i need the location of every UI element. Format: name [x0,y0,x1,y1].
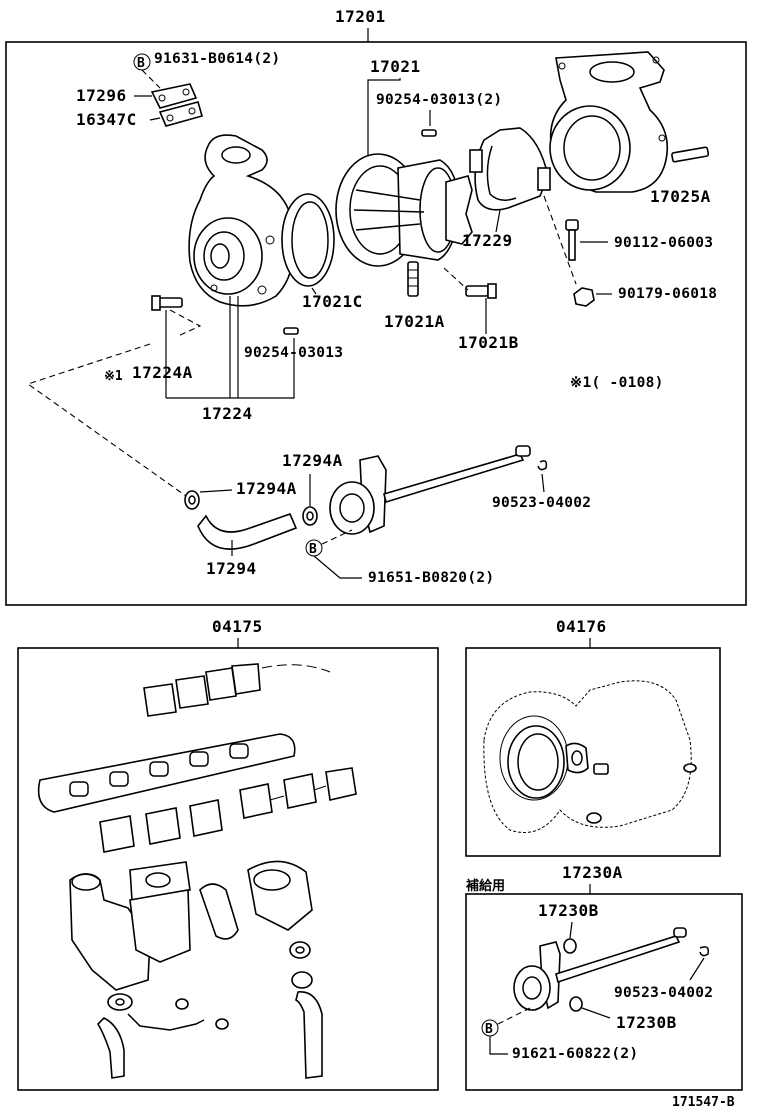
gasket-ring-17021c[interactable] [281,193,335,287]
leader-line [166,338,295,399]
clip-90523-kit[interactable] [699,946,710,957]
compressor-gasket-04176[interactable] [507,725,565,799]
assembly-line [321,529,353,545]
label-90523-04002[interactable]: 90523-04002 [492,495,591,511]
leader-line [311,287,317,295]
assembly-frame [5,41,747,606]
leader-line [569,921,573,939]
leader-line [313,555,362,579]
bolt-17021b[interactable] [465,283,497,299]
label-17294[interactable]: 17294 [206,559,257,578]
supply-note: 補給用 [465,878,505,894]
kit-04175-label[interactable]: 04175 [212,617,263,636]
assembly-part-number[interactable]: 17201 [335,7,386,26]
label-17296[interactable]: 17296 [76,86,127,105]
actuator-kit-17230a-group: 補給用 17230A 17230B 90523-04002 17230B B 9… [465,863,743,1091]
model-note: ※1( -0108) [570,375,664,391]
label-91631-b0614[interactable]: 91631-B0614(2) [154,51,280,67]
leader-line [541,473,545,493]
assembly-line [497,1007,531,1025]
kit-04176-label[interactable]: 04176 [556,617,607,636]
v-band-clamp-17229[interactable] [469,127,551,211]
center-cartridge-17021[interactable] [335,153,473,267]
kit-04175-frame [17,647,439,1091]
stud-17021a[interactable] [407,261,419,297]
kit-17230a-frame [465,893,743,1091]
assembly-line [443,267,469,291]
union-bolt-17224a[interactable] [151,295,183,311]
gasket-17296[interactable] [150,83,203,127]
turbo-gasket-set[interactable] [69,860,313,991]
gasket-kit-04176-group: 04176 [465,617,721,857]
bolt-marker-letter: B [137,56,145,71]
washer-04176[interactable] [586,812,602,824]
label-17021b[interactable]: 17021B [458,333,519,352]
exhaust-manifold-gasket[interactable] [37,733,296,813]
label-17230b[interactable]: 17230B [616,1013,677,1032]
leader-line [149,117,161,121]
leader-line [199,489,233,493]
leader-line [581,1007,611,1019]
flange-gasket-04176[interactable] [565,742,589,774]
washer-04176-small[interactable] [683,763,697,773]
actuator-17230a[interactable] [513,927,687,1011]
bolt-marker-b-icon: B [133,53,151,71]
label-17294a[interactable]: 17294A [236,479,297,498]
label-16347c[interactable]: 16347C [76,110,137,129]
hose-17294[interactable] [197,512,298,550]
wastegate-actuator[interactable] [329,445,531,535]
leader-line [489,1036,508,1055]
label-90179-06018[interactable]: 90179-06018 [618,286,717,302]
intake-gaskets-row[interactable] [99,767,357,853]
label-17025a[interactable]: 17025A [650,187,711,206]
pin-90254-lower[interactable] [283,327,299,335]
assembly-line [169,309,202,337]
leader-line [367,78,401,160]
bolt-04176[interactable] [593,763,609,775]
bolt-marker-b-icon: B [305,539,323,557]
bolt-marker-letter: B [309,542,317,557]
label-90254-03013-2[interactable]: 90254-03013(2) [376,92,502,108]
gasket-kit-04175-group: 04175 [17,617,439,1091]
nut-17230b[interactable] [569,996,583,1012]
pin-90254[interactable] [421,129,437,137]
stud-17025a[interactable] [671,146,710,163]
bolt-marker-letter: B [485,1022,493,1037]
nut-17230b-top[interactable] [563,938,577,954]
oil-pipe-gaskets[interactable] [96,941,323,1079]
leader-line [495,209,501,233]
compressor-housing[interactable] [549,51,669,193]
label-17224[interactable]: 17224 [202,404,253,423]
label-17021[interactable]: 17021 [370,57,421,76]
assembly-line [26,343,187,497]
label-17230b-top[interactable]: 17230B [538,901,599,920]
bolt-marker-b-icon: B [481,1019,499,1037]
hose-clip-17294a-right[interactable] [302,506,318,526]
label-17294a-top[interactable]: 17294A [282,451,343,470]
label-17021c[interactable]: 17021C [302,292,363,311]
exhaust-gaskets-top[interactable] [143,663,331,717]
nut-90179[interactable] [573,287,595,307]
bolt-90112[interactable] [565,219,579,261]
leader-line [689,957,705,981]
clip-90523[interactable] [537,460,548,471]
note-marker: ※1 [104,369,123,384]
label-17229[interactable]: 17229 [462,231,513,250]
label-17021a[interactable]: 17021A [384,312,445,331]
label-91651-b0820[interactable]: 91651-B0820(2) [368,570,494,586]
leader-line [141,69,161,89]
label-90523-04002-kit[interactable]: 90523-04002 [614,985,713,1001]
diagram-code: 171547-B [672,1095,735,1110]
assembly-line [543,195,577,285]
label-91621-60822[interactable]: 91621-60822(2) [512,1046,638,1062]
kit-04176-frame [465,647,721,857]
label-17224a[interactable]: 17224A [132,363,193,382]
kit-17230a-label[interactable]: 17230A [562,863,623,882]
turbine-housing[interactable] [188,134,295,307]
hose-clip-17294a[interactable] [184,490,200,510]
label-90112-06003[interactable]: 90112-06003 [614,235,713,251]
turbocharger-assembly-group: 17201 B 91631-B0614(2) 17296 16347C 1702… [5,7,747,606]
